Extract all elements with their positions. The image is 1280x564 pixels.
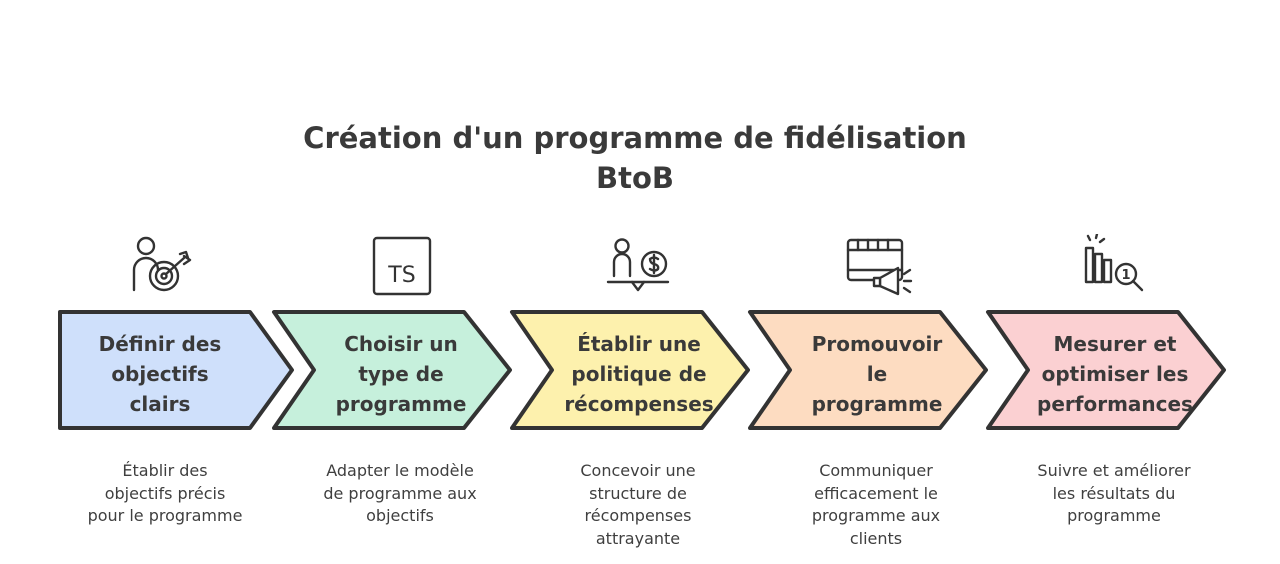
step-5: 1 Mesurer et optimiser les performances …: [982, 0, 1232, 564]
step-3: Établir une politique de récompenses Con…: [506, 0, 756, 564]
step-arrow: [510, 310, 750, 430]
typescript-icon: TS: [372, 236, 432, 296]
person-money-balance-icon: [606, 238, 670, 292]
step-arrow: [58, 310, 294, 430]
step-2: TS Choisir un type de programme Adapter …: [268, 0, 518, 564]
step-label: Promouvoir le programme: [811, 332, 943, 416]
step-description: Adapter le modèle de programme aux objec…: [323, 461, 477, 525]
step-arrow: [986, 310, 1226, 430]
step-label: Définir des objectifs clairs: [98, 332, 222, 416]
step-label: Établir une politique de récompenses: [564, 332, 714, 416]
title-line-2: BtoB: [596, 161, 674, 195]
step-1: Définir des objectifs clairs Établir des…: [50, 0, 300, 564]
video-megaphone-icon: [846, 238, 913, 296]
step-description: Concevoir une structure de récompenses a…: [580, 461, 696, 548]
title-line-1: Création d'un programme de fidélisation: [303, 121, 967, 155]
svg-text:1: 1: [1121, 268, 1130, 283]
diagram-title: Création d'un programme de fidélisation …: [0, 118, 1270, 198]
step-description: Suivre et améliorer les résultats du pro…: [1037, 461, 1191, 525]
step-description: Communiquer efficacement le programme au…: [811, 461, 941, 548]
step-description: Établir des objectifs précis pour le pro…: [87, 461, 243, 525]
bar-chart-magnifier-icon: 1: [1084, 234, 1144, 292]
step-label: Choisir un type de programme: [335, 332, 467, 416]
person-target-icon: [132, 236, 192, 292]
step-arrow: [272, 310, 512, 430]
step-arrow: [748, 310, 988, 430]
step-4: Promouvoir le programme Communiquer effi…: [744, 0, 994, 564]
step-label: Mesurer et optimiser les performances: [1037, 332, 1193, 416]
svg-text:TS: TS: [387, 263, 415, 288]
